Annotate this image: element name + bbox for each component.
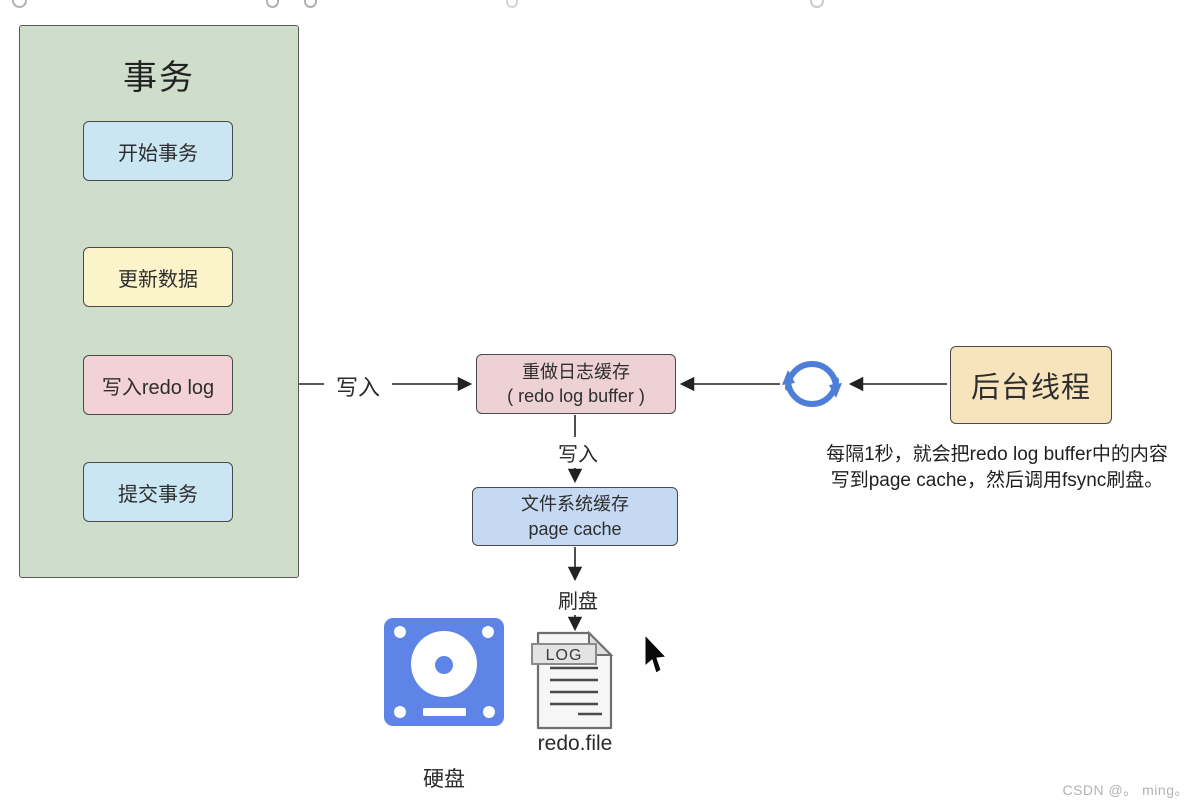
background-thread-label: 后台线程: [970, 372, 1091, 404]
clipped-text-remnant: [304, 0, 317, 8]
step-label: 提交事务: [118, 483, 198, 506]
log-file-icon: LOG: [531, 631, 614, 730]
log-file-label: redo.file: [537, 732, 613, 755]
log-badge-text: LOG: [546, 647, 583, 664]
redo-log-buffer-subtitle: ( redo log buffer ): [507, 386, 645, 406]
hard-disk-label: 硬盘: [423, 768, 465, 791]
transaction-panel-title: 事务: [123, 59, 195, 97]
step-update-data: 更新数据: [83, 247, 233, 307]
note-line-1: 每隔1秒，就会把redo log buffer中的内容: [826, 444, 1168, 465]
clipped-text-remnant: [810, 0, 824, 8]
edge-label-flush-disk: 刷盘: [545, 584, 611, 615]
redo-log-buffer-box: 重做日志缓存 ( redo log buffer ): [476, 354, 676, 414]
redo-log-buffer-title: 重做日志缓存: [522, 361, 630, 382]
background-thread-note: 每隔1秒，就会把redo log buffer中的内容 写到page cache…: [798, 442, 1196, 494]
clipped-text-remnant: [12, 0, 27, 8]
step-begin-transaction: 开始事务: [83, 121, 233, 181]
page-cache-subtitle: page cache: [528, 518, 622, 539]
hard-disk-icon: [384, 618, 504, 726]
edge-label-write-to-buffer: 写入: [324, 369, 392, 403]
step-label: 写入redo log: [101, 376, 215, 399]
csdn-watermark: CSDN @。 ming。: [1062, 782, 1189, 798]
background-thread-box: 后台线程: [950, 346, 1112, 424]
step-label: 开始事务: [118, 142, 198, 165]
clipped-text-remnant: [506, 0, 518, 8]
note-line-2: 写到page cache，然后调用fsync刷盘。: [830, 470, 1164, 491]
step-label: 更新数据: [118, 268, 198, 291]
mouse-cursor-icon: [644, 634, 668, 674]
page-cache-box: 文件系统缓存 page cache: [472, 487, 678, 546]
step-commit-transaction: 提交事务: [83, 462, 233, 522]
sync-loop-icon: [782, 361, 842, 407]
page-cache-title: 文件系统缓存: [521, 494, 629, 515]
clipped-text-remnant: [266, 0, 279, 8]
edge-label-write-to-cache: 写入: [545, 437, 611, 468]
step-write-redo-log: 写入redo log: [83, 355, 233, 415]
